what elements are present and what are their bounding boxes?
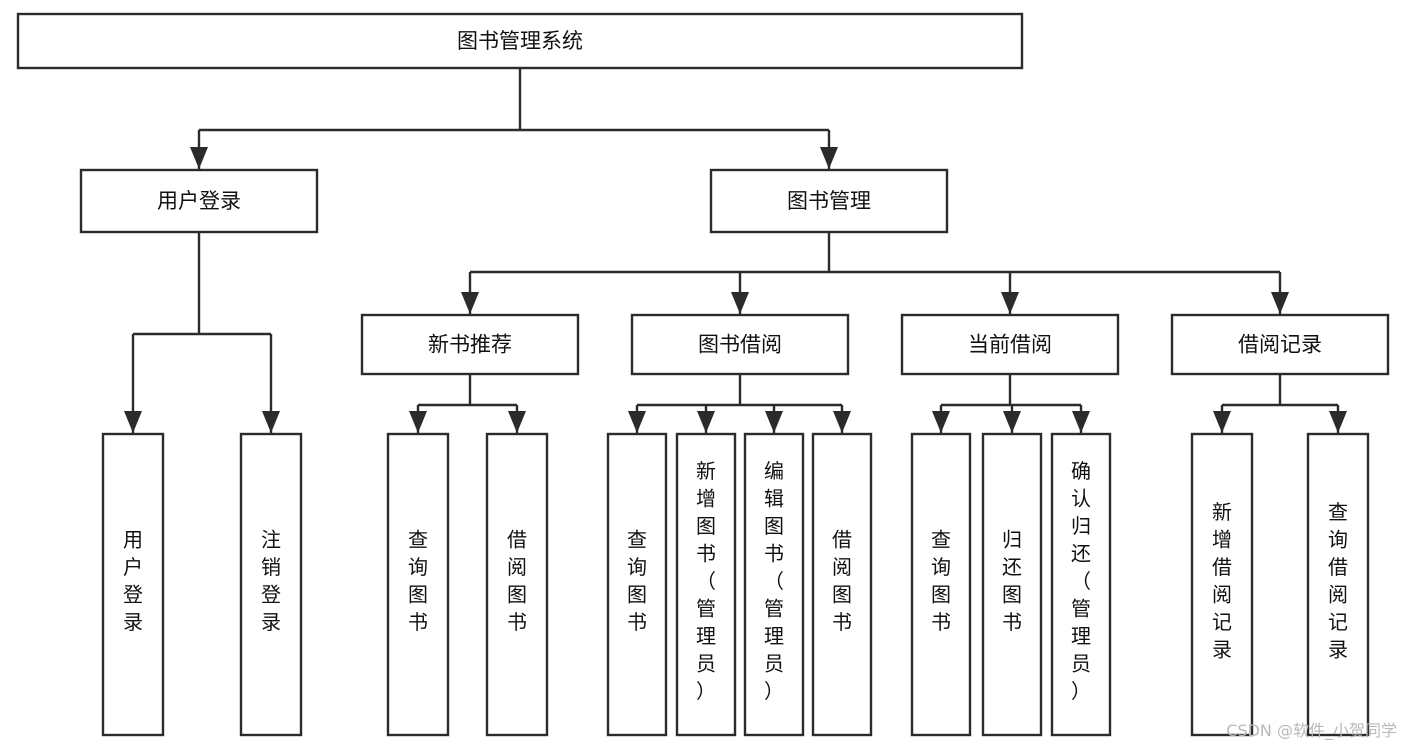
node-box-root	[16, 12, 1024, 70]
arrow-head-icon	[124, 411, 142, 433]
node-label-leaf-user-login: 用户登录	[123, 528, 143, 635]
arrow-head-icon	[1213, 411, 1231, 433]
arrow-head-icon	[1329, 411, 1347, 433]
node-book-borrow[interactable]: 图书借阅	[630, 313, 850, 376]
node-user-login[interactable]: 用户登录	[79, 168, 319, 234]
node-borrow-records[interactable]: 借阅记录	[1170, 313, 1390, 376]
arrow-head-icon	[765, 411, 783, 433]
node-label-leaf-borrow-book-recommend: 借阅图书	[507, 528, 527, 635]
node-label-leaf-add-borrow-record: 新增借阅记录	[1212, 500, 1232, 662]
arrow-head-icon	[1072, 411, 1090, 433]
node-label-book-management: 图书管理	[787, 189, 871, 213]
node-box-borrow-records	[1170, 313, 1390, 376]
arrow-head-icon	[461, 292, 479, 314]
node-box-leaf-borrow-book-recommend	[485, 432, 549, 737]
node-leaf-confirm-return-admin[interactable]: 确认归还（管理员）	[1050, 432, 1112, 737]
arrow-head-icon	[731, 292, 749, 314]
node-box-leaf-query-borrow-record	[1306, 432, 1370, 737]
node-leaf-query-book-borrow[interactable]: 查询图书	[606, 432, 668, 737]
node-leaf-borrow-book[interactable]: 借阅图书	[811, 432, 873, 737]
node-leaf-user-login[interactable]: 用户登录	[101, 432, 165, 737]
node-box-current-borrow	[900, 313, 1120, 376]
node-box-book-management	[709, 168, 949, 234]
node-label-leaf-edit-book-admin: 编辑图书（管理员）	[764, 459, 784, 703]
arrow-head-icon	[697, 411, 715, 433]
node-leaf-add-borrow-record[interactable]: 新增借阅记录	[1190, 432, 1254, 737]
node-label-leaf-borrow-book: 借阅图书	[832, 528, 852, 635]
node-root[interactable]: 图书管理系统	[16, 12, 1024, 70]
node-box-leaf-query-book-recommend	[386, 432, 450, 737]
arrow-head-icon	[190, 147, 208, 169]
node-leaf-borrow-book-recommend[interactable]: 借阅图书	[485, 432, 549, 737]
node-leaf-query-book-current[interactable]: 查询图书	[910, 432, 972, 737]
arrow-head-icon	[409, 411, 427, 433]
node-leaf-logout[interactable]: 注销登录	[239, 432, 303, 737]
node-leaf-query-borrow-record[interactable]: 查询借阅记录	[1306, 432, 1370, 737]
arrow-head-icon	[1271, 292, 1289, 314]
nodes-layer: 图书管理系统用户登录图书管理新书推荐图书借阅当前借阅借阅记录用户登录注销登录查询…	[16, 12, 1390, 737]
arrow-head-icon	[932, 411, 950, 433]
node-label-leaf-query-borrow-record: 查询借阅记录	[1328, 500, 1348, 662]
arrow-head-icon	[628, 411, 646, 433]
node-box-leaf-add-borrow-record	[1190, 432, 1254, 737]
node-label-current-borrow: 当前借阅	[968, 333, 1052, 357]
node-box-book-borrow	[630, 313, 850, 376]
node-box-leaf-query-book-borrow	[606, 432, 668, 737]
node-box-leaf-edit-book-admin	[743, 432, 805, 737]
node-leaf-add-book-admin[interactable]: 新增图书（管理员）	[675, 432, 737, 737]
node-box-leaf-user-login	[101, 432, 165, 737]
node-label-new-book-recommend: 新书推荐	[428, 333, 512, 357]
node-label-user-login: 用户登录	[157, 189, 241, 213]
node-box-leaf-confirm-return-admin	[1050, 432, 1112, 737]
node-label-leaf-query-book-recommend: 查询图书	[408, 528, 428, 635]
node-label-leaf-confirm-return-admin: 确认归还（管理员）	[1071, 459, 1091, 703]
node-label-leaf-logout: 注销登录	[261, 528, 281, 635]
arrow-head-icon	[1003, 411, 1021, 433]
arrow-head-icon	[262, 411, 280, 433]
arrow-head-icon	[508, 411, 526, 433]
node-box-user-login	[79, 168, 319, 234]
arrow-head-icon	[1001, 292, 1019, 314]
node-current-borrow[interactable]: 当前借阅	[900, 313, 1120, 376]
node-leaf-edit-book-admin[interactable]: 编辑图书（管理员）	[743, 432, 805, 737]
node-label-root: 图书管理系统	[457, 29, 583, 53]
node-box-leaf-query-book-current	[910, 432, 972, 737]
node-label-leaf-return-book: 归还图书	[1002, 528, 1022, 635]
node-new-book-recommend[interactable]: 新书推荐	[360, 313, 580, 376]
watermark-text: CSDN @软件_小贺同学	[1226, 721, 1397, 740]
node-book-management[interactable]: 图书管理	[709, 168, 949, 234]
node-leaf-return-book[interactable]: 归还图书	[981, 432, 1043, 737]
arrow-head-icon	[833, 411, 851, 433]
node-label-leaf-query-book-borrow: 查询图书	[627, 528, 647, 635]
node-box-leaf-return-book	[981, 432, 1043, 737]
node-label-leaf-add-book-admin: 新增图书（管理员）	[696, 459, 716, 703]
arrow-head-icon	[820, 147, 838, 169]
node-label-borrow-records: 借阅记录	[1238, 333, 1322, 357]
node-leaf-query-book-recommend[interactable]: 查询图书	[386, 432, 450, 737]
connectors-layer	[124, 68, 1347, 433]
node-label-leaf-query-book-current: 查询图书	[931, 528, 951, 635]
node-box-leaf-logout	[239, 432, 303, 737]
node-box-leaf-borrow-book	[811, 432, 873, 737]
node-box-leaf-add-book-admin	[675, 432, 737, 737]
node-box-new-book-recommend	[360, 313, 580, 376]
node-label-book-borrow: 图书借阅	[698, 333, 782, 357]
